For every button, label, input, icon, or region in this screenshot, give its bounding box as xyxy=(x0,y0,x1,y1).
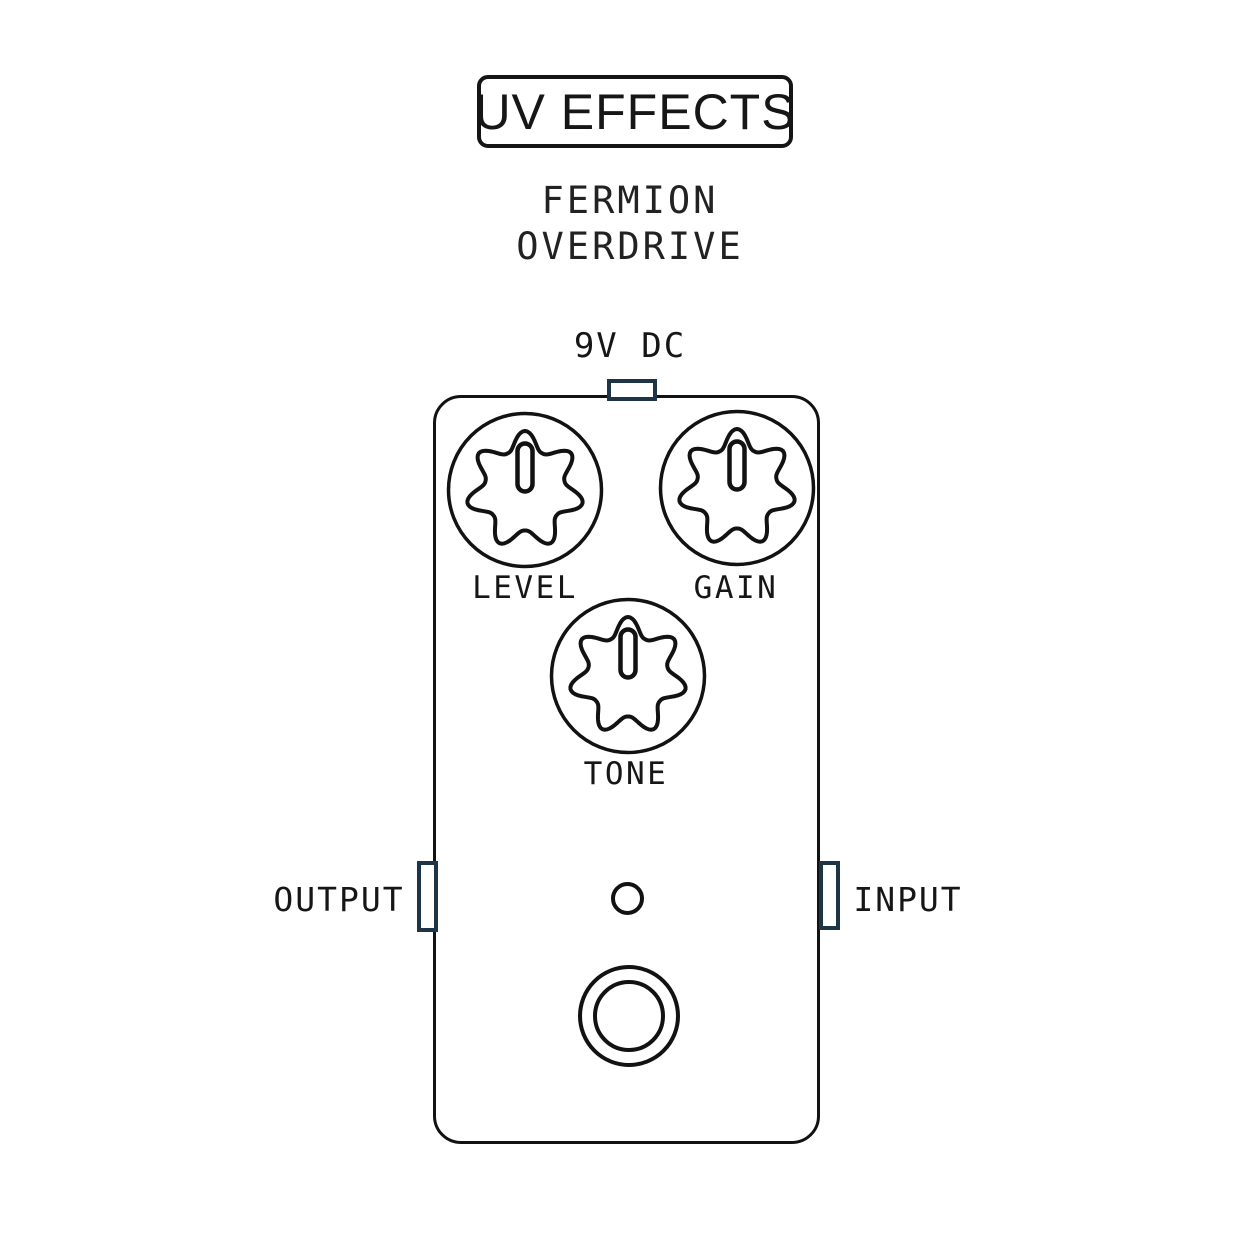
brand-logo-text: UV EFFECTS xyxy=(474,83,796,140)
brand-logo: UV EFFECTS xyxy=(474,75,796,148)
output-jack xyxy=(417,861,438,932)
input-label: INPUT xyxy=(853,880,963,919)
gain-knob-indicator xyxy=(727,439,747,492)
model-line-1: FERMION xyxy=(541,179,719,222)
tone-knob-indicator xyxy=(618,627,638,680)
tone-knob[interactable] xyxy=(543,591,713,761)
footswitch-button[interactable] xyxy=(593,980,665,1052)
gain-knob-grip xyxy=(677,427,797,544)
level-knob-ring xyxy=(446,411,604,569)
output-label: OUTPUT xyxy=(273,880,405,919)
tone-knob-label: TONE xyxy=(583,756,669,792)
tone-knob-ring xyxy=(549,597,707,755)
power-label: 9V DC xyxy=(573,326,687,366)
dc-power-jack xyxy=(607,379,657,401)
gain-knob-ring xyxy=(658,409,816,567)
tone-knob-grip xyxy=(568,615,688,732)
input-jack xyxy=(819,861,840,930)
level-knob-indicator xyxy=(515,441,535,494)
level-knob-grip xyxy=(465,429,585,546)
model-line-2: OVERDRIVE xyxy=(516,225,744,268)
level-knob[interactable] xyxy=(440,405,610,575)
level-knob-label: LEVEL xyxy=(472,570,578,606)
gain-knob[interactable] xyxy=(652,403,822,573)
gain-knob-label: GAIN xyxy=(693,570,779,606)
status-led xyxy=(611,882,644,915)
